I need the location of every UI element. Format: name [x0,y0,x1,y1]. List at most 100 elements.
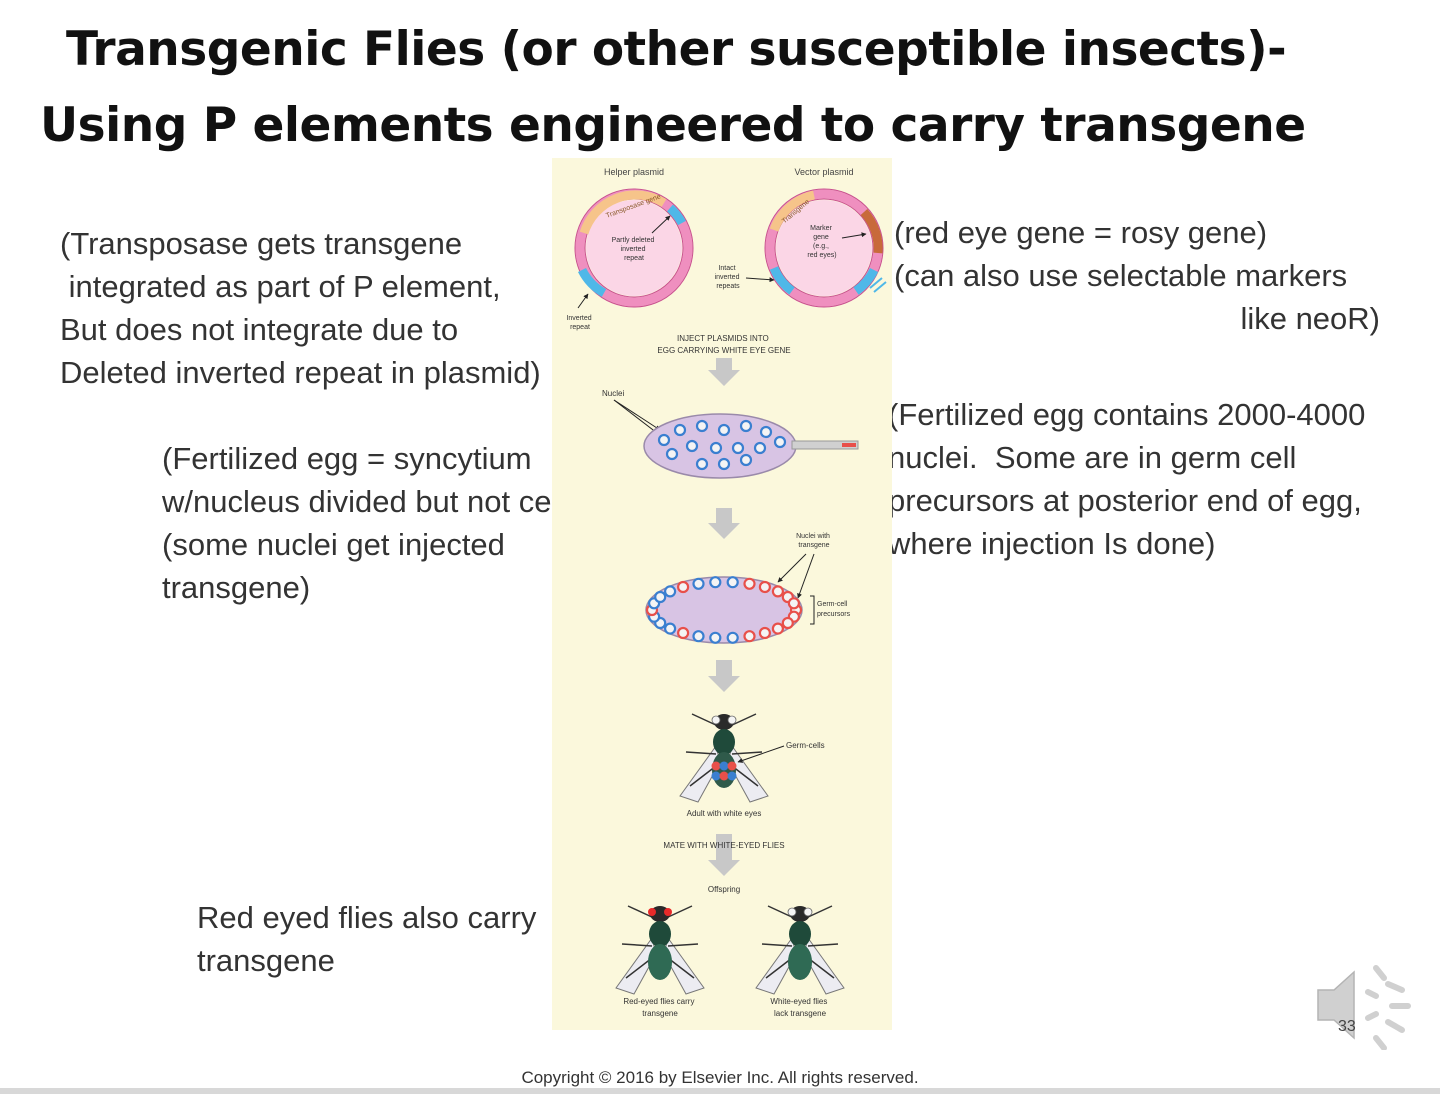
intact-inverted-label: Intact inverted repeats [715,265,742,290]
nucleus [781,616,794,630]
inject-step-line: INJECT PLASMIDS INTO [677,334,769,343]
inverted-repeat-line: repeat [570,324,590,331]
partly-deleted-label: Partly deleted inverted repeat [612,237,657,262]
partly-deleted-line: inverted [621,246,646,253]
note-line: (Transposase gets transgene [60,226,463,261]
marker-gene-line: (e.g., [813,243,829,250]
helper-plasmid-label: Helper plasmid [604,167,664,177]
red-eyed-caption: Red-eyed flies carry transgene [623,997,696,1018]
down-arrow-icon [708,660,740,692]
note-line: w/nucleus divided but not cell) [162,484,576,519]
mate-step-label: MATE WITH WHITE-EYED FLIES [663,841,784,850]
nucleus [731,441,745,455]
nucleus [695,457,709,471]
intact-inverted-line: Intact [718,265,735,272]
nucleus [709,441,723,455]
intact-inverted-line: inverted [715,274,740,281]
nuclei-with-transgene-label: Nuclei with transgene [796,533,832,549]
injection-needle [791,440,859,450]
vector-plasmid-label: Vector plasmid [794,167,853,177]
note-line: transgene [197,943,335,978]
nucleus [739,419,753,433]
nucleus [663,622,677,635]
nucleus [758,626,771,640]
slide-number: 33 [1338,1018,1356,1035]
nuclei-with-transgene-line: Nuclei with [796,533,830,540]
germ-cells-label: Germ-cells [786,741,825,750]
partly-deleted-line: repeat [624,255,644,262]
intact-inverted-line: repeats [716,283,740,290]
inject-step-label: INJECT PLASMIDS INTO EGG CARRYING WHITE … [657,334,790,355]
nucleus [717,457,731,471]
note-line: nuclei. Some are in germ cell [888,440,1297,475]
germ-cell-precursors-line: Germ-cell [817,601,848,608]
nucleus [673,423,687,437]
white-eyed-caption-line: White-eyed flies [770,997,827,1006]
syncytium-nuclei [657,419,787,471]
adult-white-eyes-label: Adult with white eyes [687,809,762,818]
p-element-figure: Helper plasmid Vector plasmid Transposas… [552,158,892,1030]
white-eyed-caption-line: lack transgene [774,1009,827,1018]
marker-gene-line: Marker [810,225,832,232]
nucleus [717,423,731,437]
red-eyed-caption-line: transgene [642,1009,678,1018]
partly-deleted-line: Partly deleted [612,237,655,244]
nucleus [771,622,784,635]
nucleus [709,576,722,589]
red-eyed-caption-line: Red-eyed flies carry [623,997,694,1006]
note-red-eyed: Red eyed flies also carry transgene [197,896,536,982]
note-line: transgene) [162,570,311,605]
nucleus [654,590,667,604]
slide-title-line-2: Using P elements engineered to carry tra… [40,98,1306,153]
note-line: like neoR) [1240,301,1380,336]
germ-cell-precursors-label: Germ-cell precursors [817,601,851,618]
nucleus [773,435,787,449]
nucleus [739,453,753,467]
down-arrow-icon [708,358,740,386]
vector-plasmid [764,188,884,308]
nucleus [743,630,756,643]
note-line: (Fertilized egg = syncytium [162,441,532,476]
note-line: (can also use selectable markers [894,258,1348,293]
nucleus [726,631,739,644]
nucleus [759,425,773,439]
note-red-eye-gene: (red eye gene = rosy gene) (can also use… [894,211,1380,340]
nucleus [743,577,756,590]
inverted-repeat-label: Inverted repeat [566,315,593,331]
note-nuclei-count: (Fertilized egg contains 2000-4000 nucle… [888,393,1365,565]
offspring-label: Offspring [708,885,740,894]
marker-gene-line: red eyes) [807,252,836,259]
down-arrow-icon [708,508,740,539]
nucleus [665,447,679,461]
nucleus [677,580,690,594]
nucleus [726,576,739,589]
nucleus [663,585,677,598]
germ-cell-precursors-line: precursors [817,611,851,618]
copyright-notice: Copyright © 2016 by Elsevier Inc. All ri… [521,1068,919,1087]
nucleus [677,626,690,640]
nucleus [787,597,800,610]
inject-step-line: EGG CARRYING WHITE EYE GENE [657,346,790,355]
speaker-icon[interactable] [1310,960,1420,1050]
nucleus [692,630,705,643]
nuclei-label: Nuclei [602,389,624,398]
down-arrow-icon [708,834,740,876]
note-line: where injection Is done) [888,526,1216,561]
fly-icon [679,713,769,803]
marker-gene-label: Marker gene (e.g., red eyes) [807,225,836,259]
inverted-repeat-line: Inverted [566,315,591,322]
nucleus [685,439,699,453]
bottom-divider [0,1088,1440,1094]
slide-title-line-1: Transgenic Flies (or other susceptible i… [66,22,1287,77]
note-line: (Fertilized egg contains 2000-4000 [888,397,1366,432]
note-line: integrated as part of P element, [60,269,501,304]
note-line: precursors at posterior end of egg, [888,483,1362,518]
helper-plasmid [574,188,694,308]
marker-gene-line: gene [813,234,829,241]
peripheral-nuclei [645,576,803,644]
fly-icon [755,905,845,995]
nuclei-with-transgene-line: transgene [798,542,829,549]
nucleus [753,441,767,455]
nucleus [709,631,722,644]
nucleus [692,577,705,590]
